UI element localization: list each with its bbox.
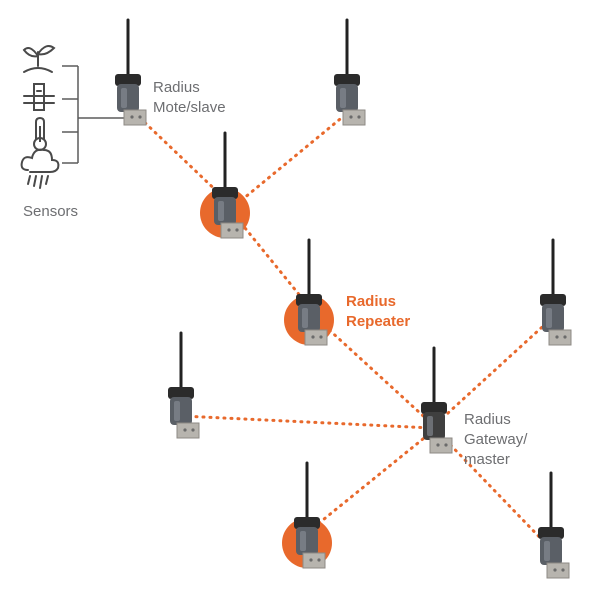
device-cap bbox=[212, 187, 238, 199]
mote-label-line-1: Radius bbox=[153, 79, 200, 96]
device-cap bbox=[538, 527, 564, 539]
rain-cloud-icon bbox=[20, 148, 60, 189]
gateway-label-line-1: Radius bbox=[464, 411, 511, 428]
device-body bbox=[298, 304, 320, 332]
mote-device bbox=[538, 471, 570, 579]
mounting-bracket bbox=[304, 329, 328, 346]
device-cap bbox=[540, 294, 566, 306]
mounting-bracket bbox=[302, 552, 326, 569]
thermometer-icon bbox=[33, 116, 47, 151]
gateway-device bbox=[421, 346, 453, 454]
sensors-label: Sensors bbox=[23, 203, 79, 220]
device-body bbox=[170, 397, 192, 425]
plant-icon bbox=[22, 45, 56, 73]
device-body bbox=[336, 84, 358, 112]
device-cap bbox=[294, 517, 320, 529]
device-cap bbox=[421, 402, 447, 414]
mounting-bracket bbox=[123, 109, 147, 126]
mote-slave-label: Radius Mote/slave bbox=[153, 78, 226, 118]
link-repeater2-gateway bbox=[312, 314, 434, 426]
sensor-connector bbox=[62, 65, 128, 164]
repeater-device bbox=[282, 461, 332, 569]
device-cap bbox=[334, 74, 360, 86]
repeater-label-line-2: Repeater bbox=[346, 313, 411, 330]
mounting-bracket bbox=[546, 562, 570, 579]
mounting-bracket bbox=[548, 329, 572, 346]
device-cap bbox=[115, 74, 141, 86]
link-repeater3-gateway bbox=[306, 428, 436, 534]
device-body bbox=[542, 304, 564, 332]
link-mote2-repeater1 bbox=[230, 113, 347, 210]
device-body bbox=[214, 197, 236, 225]
mounting-bracket bbox=[429, 437, 453, 454]
mounting-bracket bbox=[176, 422, 200, 439]
link-mote3-gateway bbox=[180, 414, 434, 430]
repeater-label-line-1: Radius bbox=[346, 293, 397, 310]
repeater-label: Radius Repeater bbox=[346, 292, 410, 332]
repeater-device bbox=[284, 238, 334, 346]
device-cap bbox=[296, 294, 322, 306]
gateway-label-line-2: Gateway/ bbox=[464, 431, 528, 448]
link-mote1-repeater1 bbox=[138, 116, 228, 202]
soil-probe-icon bbox=[23, 83, 55, 111]
mote-device bbox=[540, 238, 572, 346]
link-gateway-mote5 bbox=[434, 428, 552, 550]
device-body bbox=[423, 412, 445, 440]
mounting-bracket bbox=[220, 222, 244, 239]
mote-device bbox=[168, 331, 200, 439]
mote-device bbox=[334, 18, 366, 126]
mounting-bracket bbox=[342, 109, 366, 126]
gateway-label-line-3: master bbox=[464, 451, 510, 468]
device-body bbox=[117, 84, 139, 112]
link-mote4-gateway bbox=[434, 316, 554, 426]
device-cap bbox=[168, 387, 194, 399]
mote-label-line-2: Mote/slave bbox=[153, 99, 226, 116]
device-body bbox=[540, 537, 562, 565]
repeater-device bbox=[200, 131, 250, 239]
mote-device bbox=[115, 18, 147, 126]
device-body bbox=[296, 527, 318, 555]
devices bbox=[115, 18, 572, 579]
gateway-master-label: Radius Gateway/ master bbox=[464, 410, 527, 470]
